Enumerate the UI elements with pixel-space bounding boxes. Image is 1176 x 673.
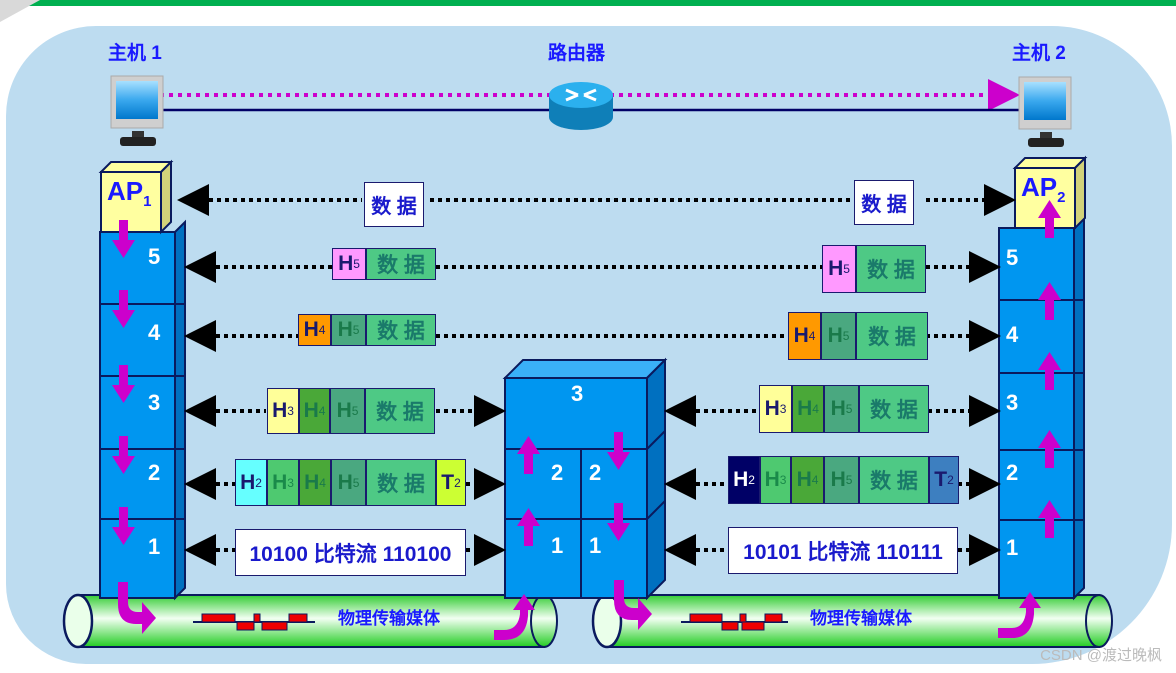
router-protocol-stack bbox=[502, 357, 668, 601]
host1-title: 主机 1 bbox=[108, 43, 162, 64]
ap2-label: AP2 bbox=[1021, 172, 1066, 207]
router-right-layer-2: 2 bbox=[589, 460, 602, 485]
bitstream-right: 10101 比特流 110111 bbox=[728, 527, 958, 574]
host2-layer-4: 4 bbox=[1006, 322, 1019, 347]
host1-layer-3: 3 bbox=[148, 390, 161, 415]
host2-layer-1: 1 bbox=[1006, 535, 1019, 560]
up-flow-arrows-host2 bbox=[998, 200, 1061, 638]
host1-computer-icon bbox=[110, 75, 164, 146]
down-flow-arrows-host1 bbox=[112, 220, 156, 634]
signal-waveform-left bbox=[193, 613, 315, 631]
router-right-layer-1: 1 bbox=[589, 533, 602, 558]
app-data-box-right: 数 据 bbox=[854, 180, 914, 225]
host1-protocol-stack bbox=[99, 219, 186, 601]
payload-data: 数 据 bbox=[366, 248, 436, 280]
page-corner-decoration bbox=[0, 0, 40, 22]
payload-data: 数 据 bbox=[366, 314, 436, 346]
router-title: 路由器 bbox=[548, 43, 606, 64]
router-icon bbox=[549, 82, 613, 130]
bitstream-left: 10100 比特流 110100 bbox=[235, 529, 466, 576]
payload-data: 数 据 bbox=[856, 245, 926, 293]
host2-layer-2: 2 bbox=[1006, 460, 1019, 485]
host2-layer-3: 3 bbox=[1006, 390, 1019, 415]
router-left-layer-1: 1 bbox=[551, 533, 564, 558]
physical-medium-label-left: 物理传输媒体 bbox=[338, 609, 440, 628]
router-left-layer-2: 2 bbox=[551, 460, 564, 485]
host1-layer-5: 5 bbox=[148, 244, 161, 269]
host2-layer-5: 5 bbox=[1006, 245, 1019, 270]
signal-waveform-right bbox=[681, 613, 788, 631]
router-layer-3: 3 bbox=[571, 381, 584, 406]
payload-data: 数 据 bbox=[859, 456, 929, 504]
ap1-box bbox=[98, 159, 174, 235]
payload-data: 数 据 bbox=[856, 312, 928, 360]
payload-data: 数 据 bbox=[366, 459, 436, 506]
top-accent-bar bbox=[0, 0, 1176, 6]
host1-layer-1: 1 bbox=[148, 534, 161, 559]
host1-layer-2: 2 bbox=[148, 460, 161, 485]
host2-computer-icon bbox=[1018, 76, 1072, 147]
physical-medium-pipe-right bbox=[591, 593, 1113, 649]
host2-title: 主机 2 bbox=[1012, 43, 1066, 64]
host2-protocol-stack bbox=[998, 215, 1085, 601]
payload-data: 数 据 bbox=[365, 388, 435, 434]
host1-layer-4: 4 bbox=[148, 320, 161, 345]
watermark: CSDN @渡过晚枫 bbox=[1040, 647, 1162, 664]
payload-data: 数 据 bbox=[859, 385, 929, 433]
physical-medium-label-right: 物理传输媒体 bbox=[810, 609, 912, 628]
app-data-box-left: 数 据 bbox=[364, 182, 424, 227]
peer-arrows bbox=[177, 184, 1016, 566]
router-flow-arrows bbox=[494, 432, 652, 640]
ap1-label: AP1 bbox=[107, 176, 152, 211]
